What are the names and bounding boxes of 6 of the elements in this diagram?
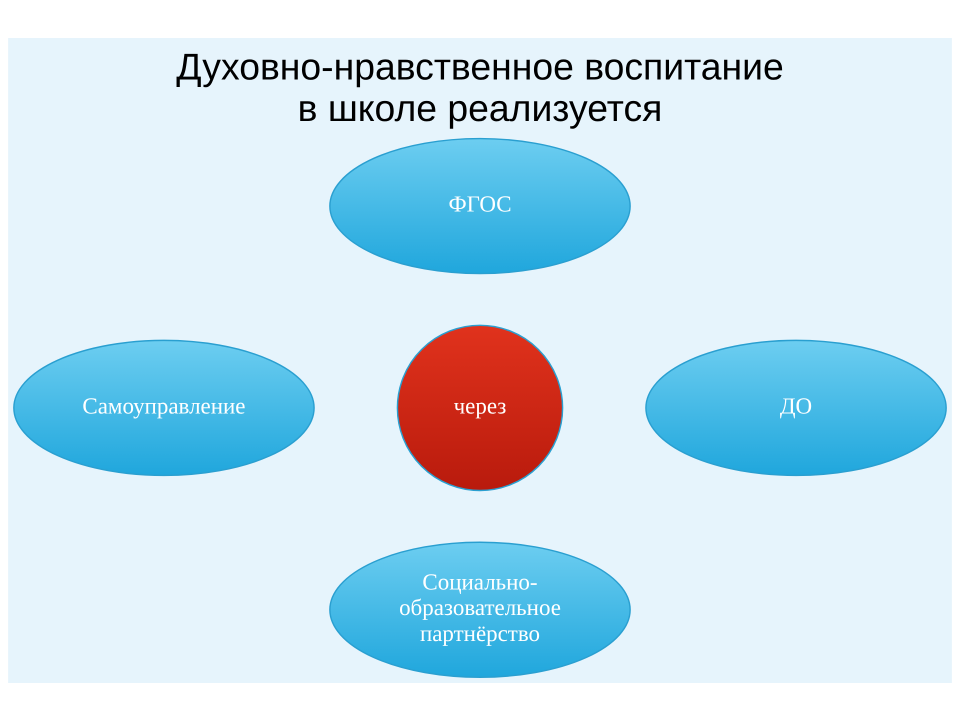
node-ellipse: Социально-образовательное партнёрство xyxy=(329,541,631,678)
diagram-title: Духовно-нравственное воспитание в школе реализуется xyxy=(176,44,784,129)
node-ellipse: Самоуправление xyxy=(13,339,315,476)
node-circle: через xyxy=(396,324,564,491)
node-ellipse: ФГОС xyxy=(329,137,631,274)
node-ellipse: ДО xyxy=(645,339,947,476)
